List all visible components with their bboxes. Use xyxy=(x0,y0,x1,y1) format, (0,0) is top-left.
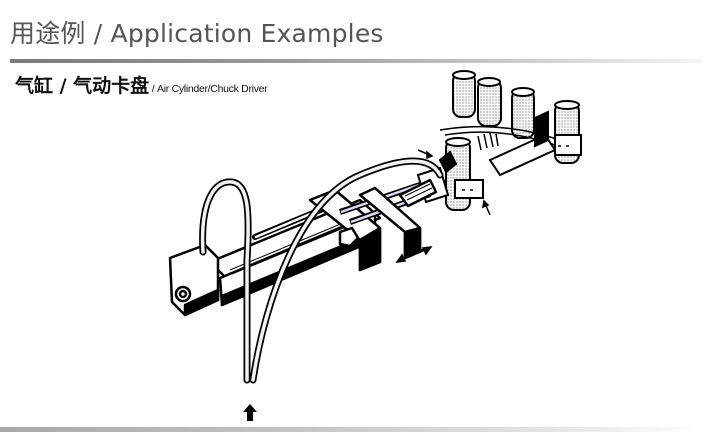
chuck-arm-far xyxy=(488,110,582,177)
arrow-grip-in-icon xyxy=(417,149,434,160)
motion-arrows xyxy=(395,149,491,263)
air-inlet-arrow-icon xyxy=(243,404,257,421)
section-title-zh: 气缸 / 气动卡盘 xyxy=(15,75,150,97)
section-title: 气缸 / 气动卡盘 / Air Cylinder/Chuck Driver xyxy=(15,71,268,98)
page-title: 用途例 / Application Examples xyxy=(10,19,384,48)
bottom-divider xyxy=(0,427,702,432)
section-title-en: / Air Cylinder/Chuck Driver xyxy=(149,83,268,95)
arrow-grip-up-icon xyxy=(482,199,491,216)
workpiece-3-icon xyxy=(511,87,535,139)
arrow-reciprocate-icon xyxy=(395,246,433,263)
workpiece-1-icon xyxy=(452,70,476,118)
title-divider xyxy=(10,59,702,63)
air-hose xyxy=(199,157,444,384)
workpiece-gripped-icon xyxy=(445,137,471,211)
workpiece-2-icon xyxy=(477,77,502,127)
